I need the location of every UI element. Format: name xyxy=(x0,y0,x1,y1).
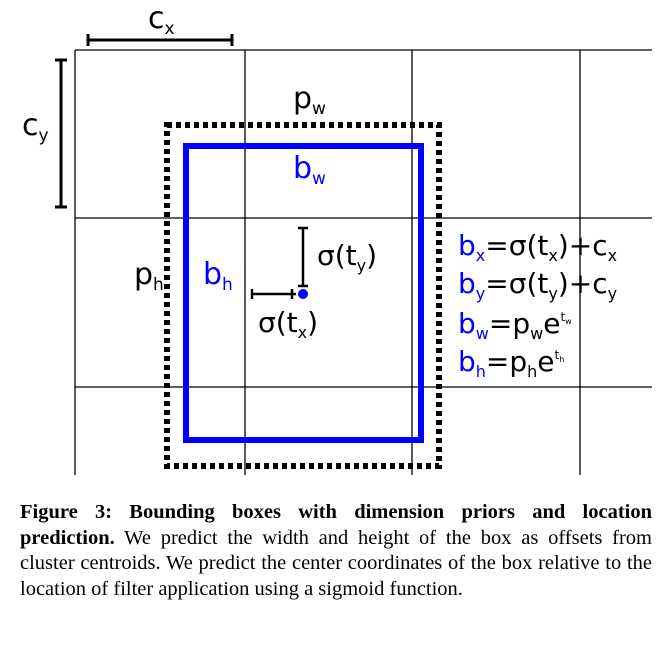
cy-dimension xyxy=(55,58,67,209)
bh-label: bh xyxy=(203,257,233,295)
caption-body: We predict the width and height of the b… xyxy=(20,526,652,600)
cx-dimension xyxy=(86,34,234,46)
bounding-box-diagram: cx cy pw bw ph bh σ(ty) xyxy=(22,1,652,475)
figure-caption: Figure 3: Bounding boxes with dimension … xyxy=(20,500,652,602)
prior-box xyxy=(164,122,442,469)
equation-bh: bh=pheth xyxy=(458,345,564,381)
sigma-tx-label: σ(tx) xyxy=(258,306,318,342)
equations: bx=σ(tx)+cx by=σ(ty)+cy bw=pwetw bh=phet… xyxy=(458,229,617,381)
ph-label: ph xyxy=(134,257,164,295)
bw-label: bw xyxy=(293,151,326,189)
equation-bw: bw=pwetw xyxy=(458,307,572,343)
sigma-ty-label: σ(ty) xyxy=(317,239,377,275)
center-point xyxy=(298,289,308,299)
cx-label: cx xyxy=(148,1,175,39)
cy-label: cy xyxy=(22,108,49,146)
equation-bx: bx=σ(tx)+cx xyxy=(458,229,617,265)
equation-by: by=σ(ty)+cy xyxy=(458,267,617,303)
caption-label: Figure 3: xyxy=(20,501,113,523)
caption-title: Bounding boxes with dimension priors and… xyxy=(20,501,652,549)
tx-offset-bar xyxy=(250,289,296,299)
predicted-box xyxy=(183,143,424,443)
pw-label: pw xyxy=(293,81,326,119)
ty-offset-bar xyxy=(298,226,308,288)
grid xyxy=(74,49,652,475)
